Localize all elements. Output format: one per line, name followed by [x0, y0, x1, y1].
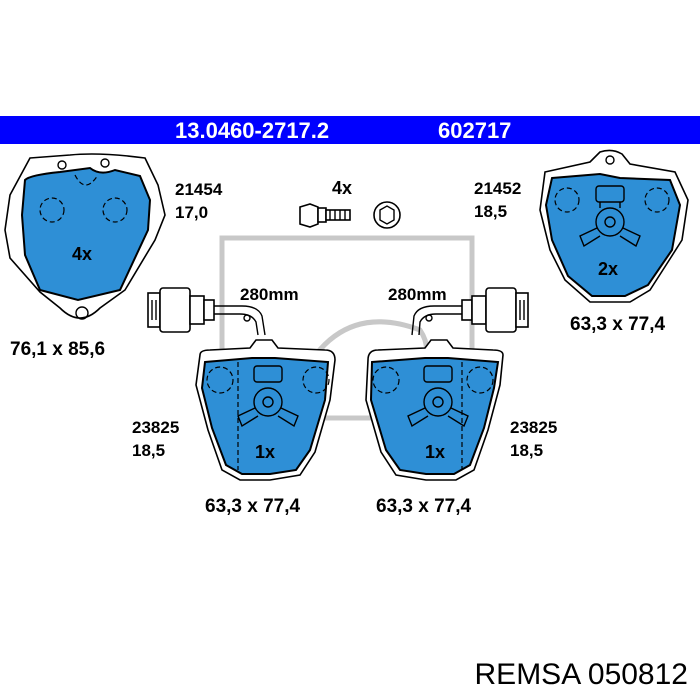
pad-quantity: 1x: [255, 442, 275, 462]
hardware-quantity: 4x: [332, 178, 352, 198]
pad-number: 23825: [510, 418, 557, 437]
pad-bottom-right: 1x: [365, 287, 529, 481]
pad-top-right: 2x: [539, 149, 689, 303]
pad-dimensions: 63,3 x 77,4: [376, 496, 472, 517]
pad-dimensions: 76,1 x 85,6: [10, 339, 105, 360]
pad-quantity: 1x: [425, 442, 445, 462]
header-bar: [0, 116, 700, 144]
pad-bottom-left: 1x: [147, 287, 336, 481]
mount-hole-icon: [57, 160, 67, 170]
part-number: 13.0460-2717.2: [175, 118, 329, 143]
pad-thickness: 18,5: [474, 202, 507, 221]
sensor-clip-icon: [579, 185, 641, 248]
pad-quantity: 2x: [598, 259, 618, 279]
pad-top-left: 4x: [4, 153, 166, 320]
ref-number: 602717: [438, 118, 511, 143]
pad-number: 21452: [474, 179, 521, 198]
pad-number: 21454: [175, 180, 223, 199]
pad-quantity: 4x: [72, 244, 92, 264]
pad-dimensions: 63,3 x 77,4: [205, 496, 301, 517]
pad-number: 23825: [132, 418, 179, 437]
mount-hole-icon: [75, 306, 89, 320]
wear-sensor-connector-icon: [147, 287, 215, 333]
wire-length: 280mm: [388, 285, 447, 304]
mount-hole-icon: [100, 158, 110, 168]
sensor-clip-icon: [407, 365, 469, 428]
pad-thickness: 18,5: [132, 441, 165, 460]
pad-thickness: 17,0: [175, 203, 208, 222]
brand-footer: REMSA 050812: [474, 658, 688, 691]
wear-sensor-connector-icon: [461, 287, 529, 333]
bolt-icon: [299, 203, 351, 228]
wire-length: 280mm: [240, 285, 299, 304]
sensor-clip-icon: [237, 365, 299, 428]
pad-thickness: 18,5: [510, 441, 543, 460]
washer-icon: [373, 201, 401, 229]
pad-dimensions: 63,3 x 77,4: [570, 314, 666, 335]
